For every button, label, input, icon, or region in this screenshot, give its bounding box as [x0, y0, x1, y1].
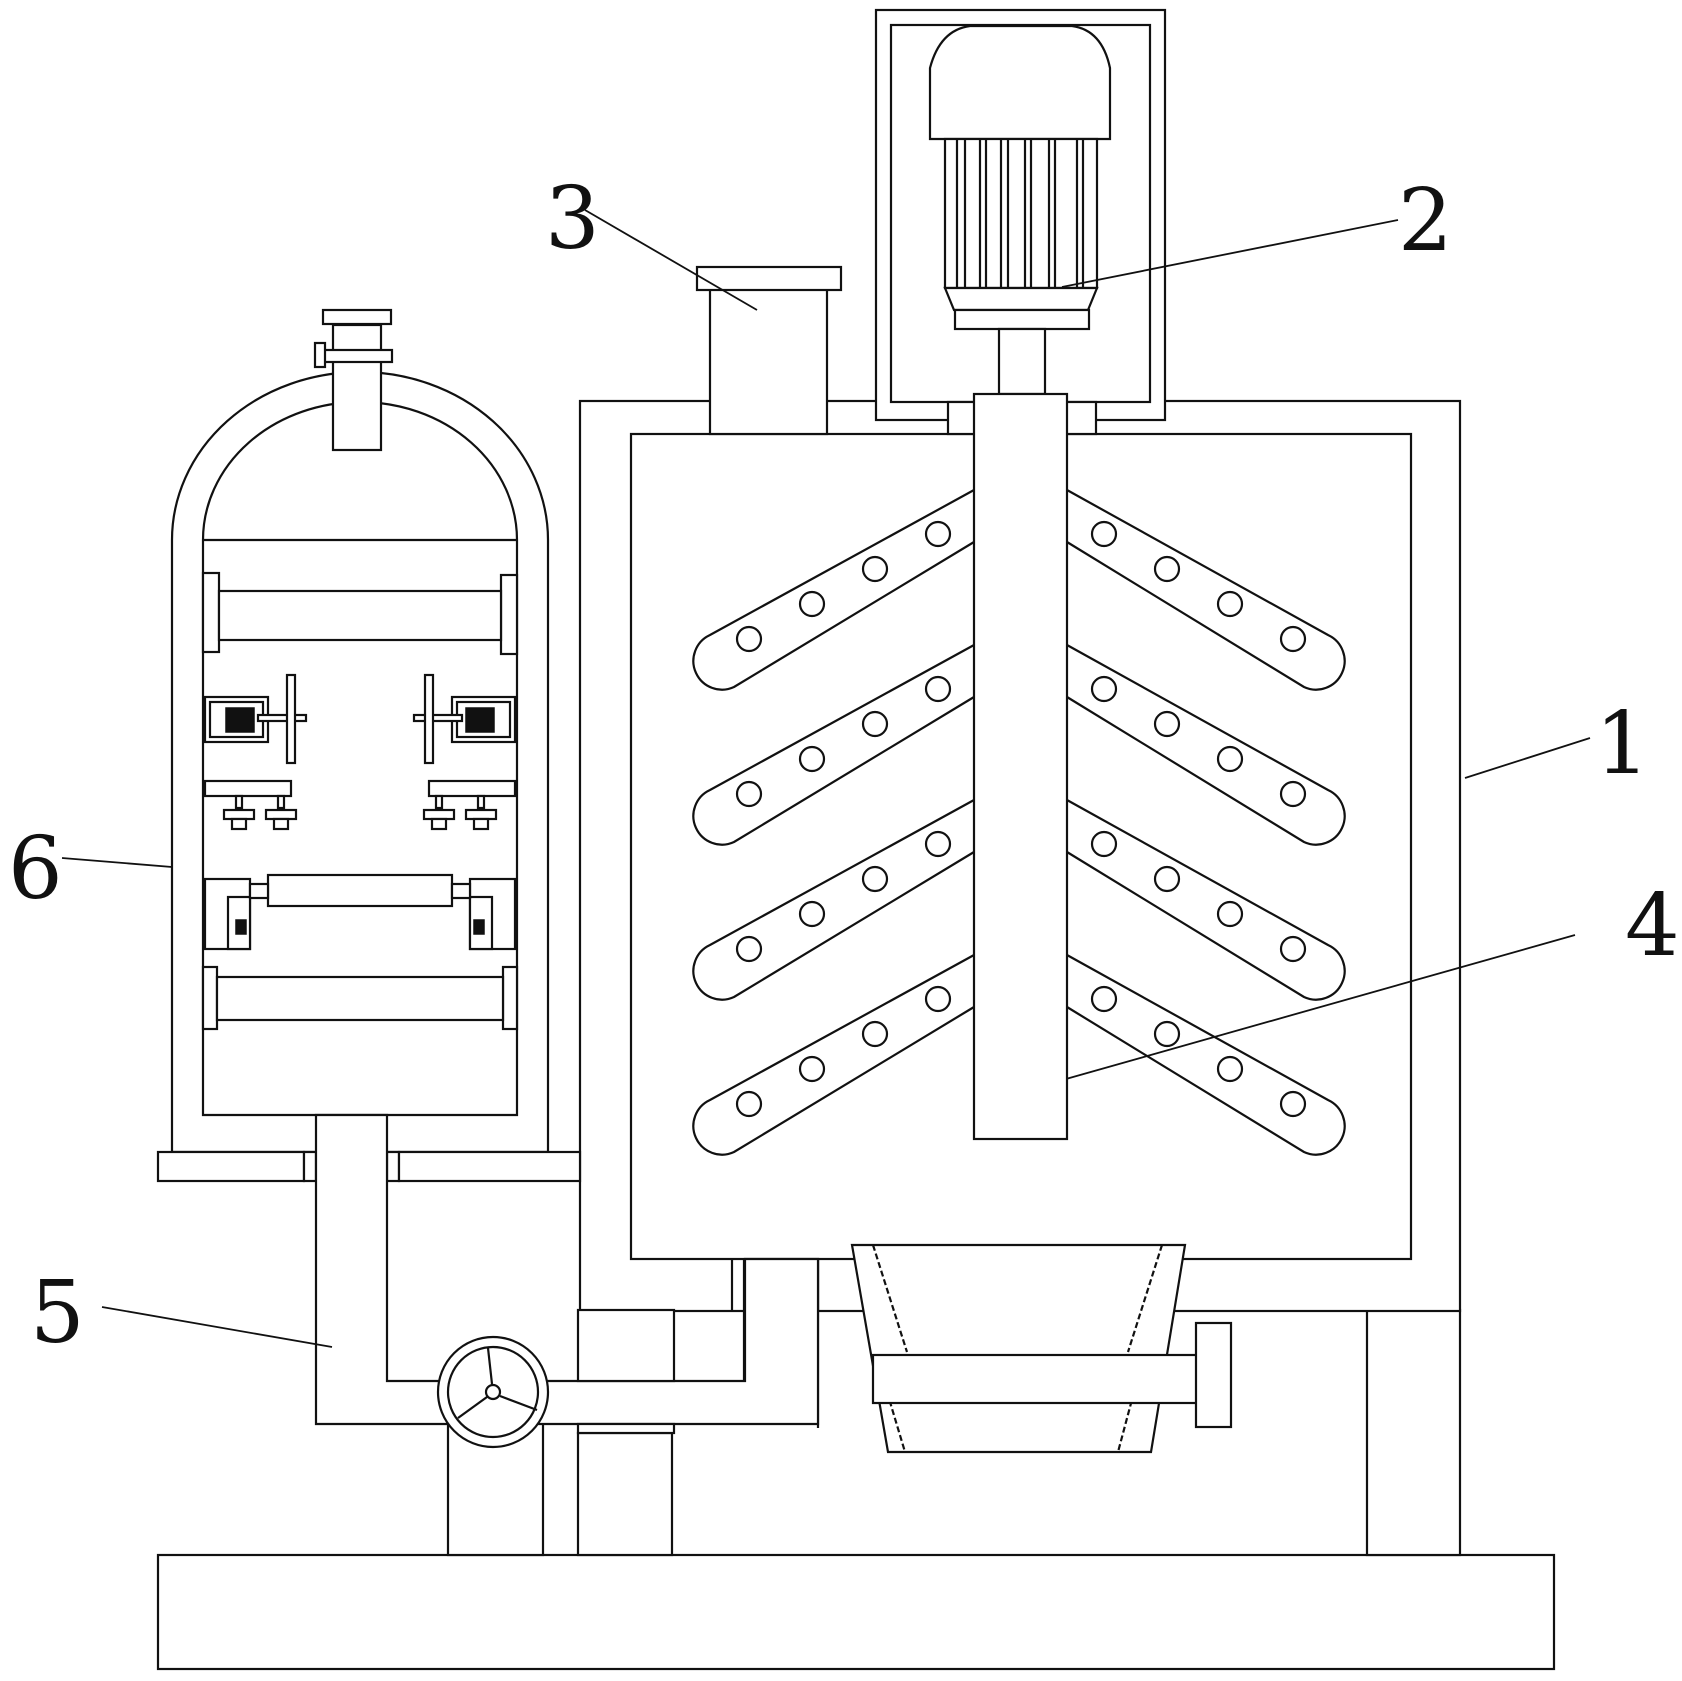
blade-hole [1090, 675, 1118, 703]
blade-hole [861, 710, 889, 738]
filter-press-roller [203, 873, 517, 951]
valve-handwheel [436, 1335, 550, 1449]
blade-hole [924, 985, 952, 1013]
blade-hole [1153, 555, 1181, 583]
blade-left [692, 644, 975, 846]
filter-left-motor-assembly [203, 673, 308, 765]
callout-6: 6 [8, 819, 63, 919]
discharge-hopper [850, 1243, 1233, 1454]
blade-hole [735, 780, 763, 808]
filter-right-motor-assembly [412, 673, 517, 765]
agitator-blades [692, 489, 1346, 1156]
blade-hole [1279, 935, 1307, 963]
blade-hole [1216, 900, 1244, 928]
blade-hole [1279, 625, 1307, 653]
blade-hole [1090, 985, 1118, 1013]
blade-right [1066, 954, 1346, 1156]
blade-hole [1090, 520, 1118, 548]
blade-hole [798, 590, 826, 618]
callout-1: 1 [1595, 694, 1650, 794]
blade-right [1066, 799, 1346, 1001]
blade-left [692, 799, 975, 1001]
blade-hole [798, 900, 826, 928]
filter-right-spray-bar [422, 779, 517, 831]
callout-3: 3 [545, 169, 600, 269]
blade-hole [1279, 780, 1307, 808]
blade-hole [1279, 1090, 1307, 1118]
callout-5: 5 [30, 1263, 85, 1363]
blade-hole [1153, 1020, 1181, 1048]
blade-hole [924, 830, 952, 858]
blade-hole [798, 1055, 826, 1083]
blade-hole [861, 865, 889, 893]
blade-hole [861, 1020, 889, 1048]
blade-left [692, 489, 975, 691]
callout-4: 4 [1625, 876, 1680, 976]
callout-2: 2 [1398, 171, 1453, 271]
stirring-shaft [946, 392, 1098, 1141]
blade-left [692, 954, 975, 1156]
blade-hole [735, 625, 763, 653]
feed-inlet [695, 265, 843, 436]
leader-lines [61, 209, 1591, 1348]
blade-hole [1216, 590, 1244, 618]
blade-right [1066, 489, 1346, 691]
blade-hole [1153, 710, 1181, 738]
base-plate [156, 1553, 1556, 1671]
blade-hole [1090, 830, 1118, 858]
filter-housing [170, 308, 550, 1154]
blade-hole [924, 520, 952, 548]
blade-right [1066, 644, 1346, 846]
blade-hole [924, 675, 952, 703]
blade-hole [798, 745, 826, 773]
blade-hole [1216, 1055, 1244, 1083]
blade-hole [735, 1090, 763, 1118]
blade-hole [1216, 745, 1244, 773]
filter-left-spray-bar [203, 779, 298, 831]
blade-hole [1153, 865, 1181, 893]
blade-hole [861, 555, 889, 583]
drive-motor [928, 24, 1112, 396]
blade-hole [735, 935, 763, 963]
